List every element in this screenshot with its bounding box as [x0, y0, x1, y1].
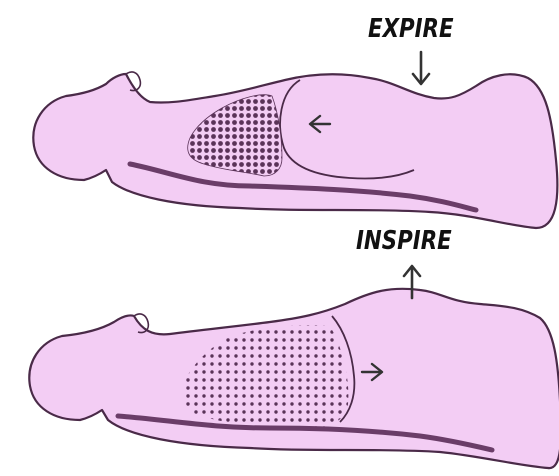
arrow-down-expiration: [413, 52, 429, 84]
figure-expiration: [33, 52, 557, 228]
label-inspire: INSPIRE: [356, 226, 452, 256]
figure-inspiration: [29, 266, 559, 468]
label-expire: EXPIRE: [368, 14, 454, 44]
body-outline-expiration: [33, 74, 557, 228]
